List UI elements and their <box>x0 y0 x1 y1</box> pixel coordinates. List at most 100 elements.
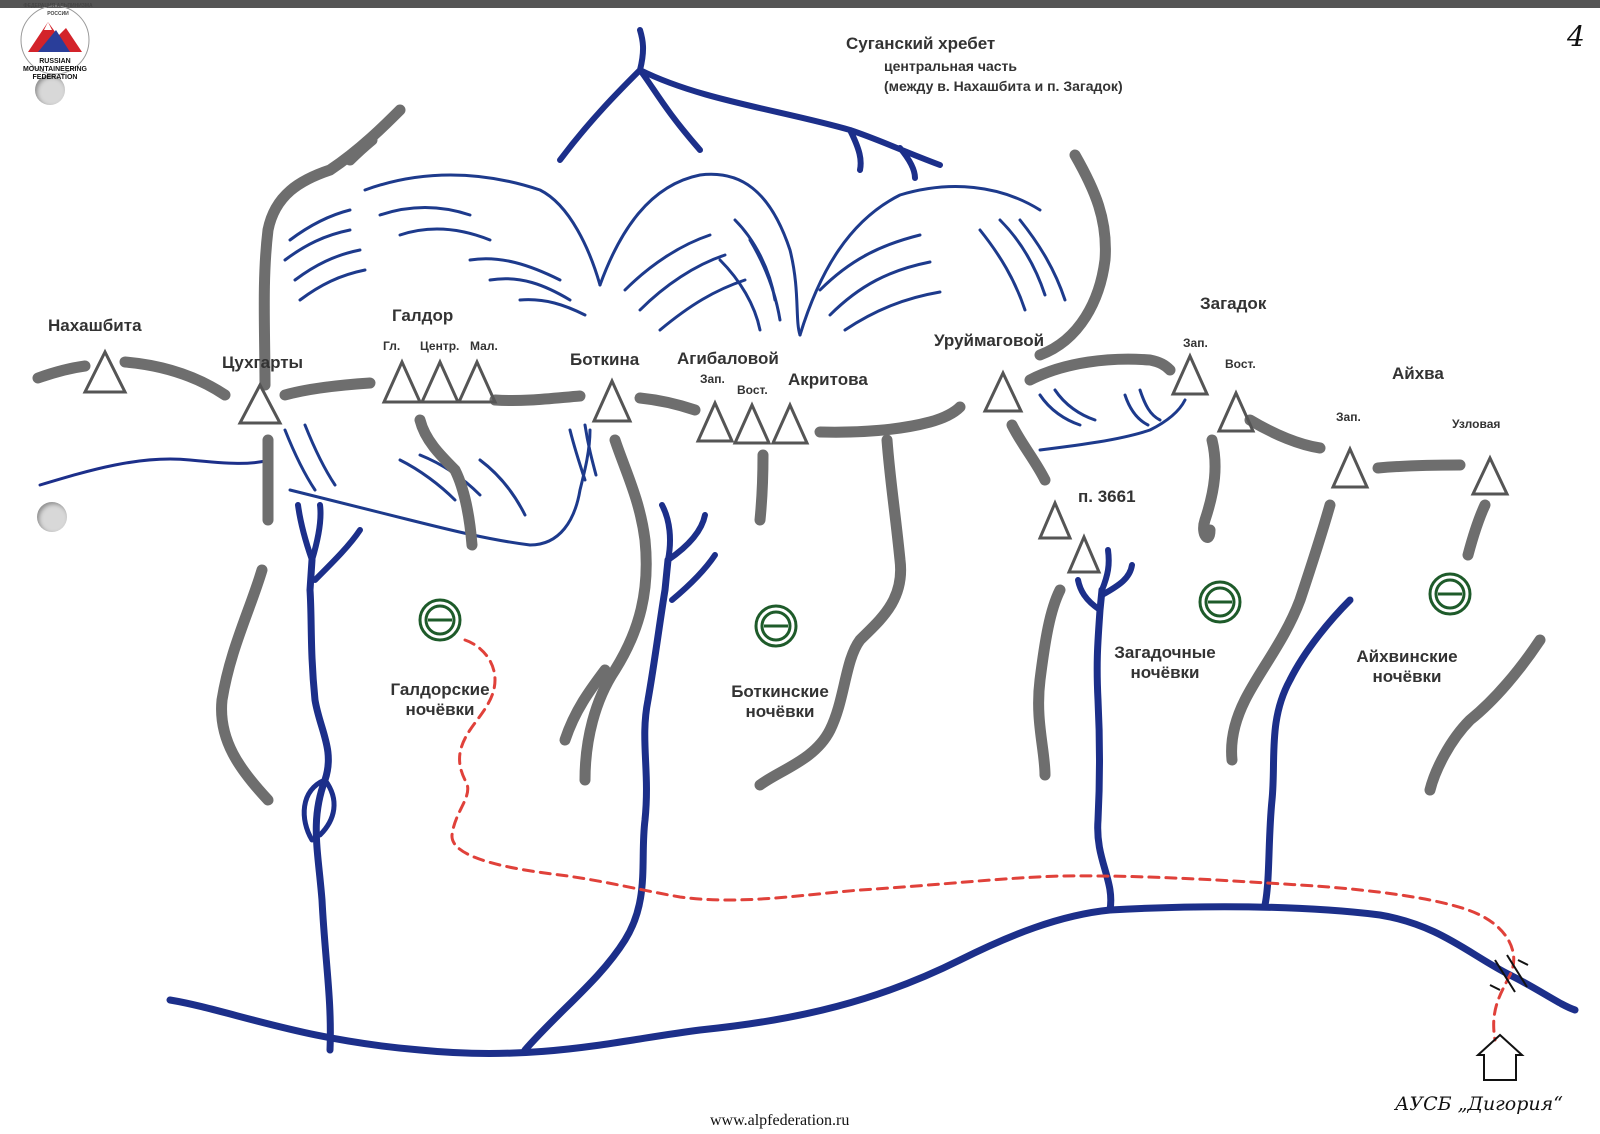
spur-p3661-south <box>1033 584 1066 781</box>
river-tsukhgarty-branch-b <box>309 502 324 563</box>
peak-galdor-gl <box>381 358 423 404</box>
spur-botkina-south <box>579 434 652 786</box>
label-zagadok-vost: Вост. <box>1225 357 1256 371</box>
map-subtitle2: (между в. Нахашбита и п. Загадок) <box>884 78 1123 94</box>
label-galdor-centr: Центр. <box>420 339 460 353</box>
spur-tsukhgarty-north <box>258 104 406 391</box>
bridge-symbol <box>1489 954 1529 993</box>
label-camp-aykh-2: ночёвки <box>1372 667 1442 686</box>
camp-aykh-icon <box>1428 572 1472 616</box>
river-tsukhgarty-branch-c <box>312 527 363 583</box>
label-zagadok: Загадок <box>1200 294 1267 313</box>
main-ridge-7 <box>1024 353 1176 386</box>
glacier-hatch-3 <box>623 233 747 332</box>
glacier-south-galdor <box>288 428 592 547</box>
label-galdor: Галдор <box>392 306 454 325</box>
camp-zagad-icon <box>1198 580 1242 624</box>
glacier-zagadok-cirque <box>1038 398 1187 452</box>
label-aykhva-zap: Зап. <box>1336 410 1361 424</box>
logo-line1: RUSSIAN <box>39 58 71 65</box>
main-river <box>166 903 1579 1057</box>
logo-line3: FEDERATION <box>32 74 78 81</box>
peak-aykhva-zap <box>1330 445 1370 489</box>
glaciers <box>283 172 1187 547</box>
label-camp-botkin: Боткинские ночёвки <box>710 682 850 722</box>
river-tsukhgarty <box>306 556 334 1054</box>
map-subtitle: центральная часть <box>884 58 1018 74</box>
glacier-hatch-5 <box>818 233 942 332</box>
spur-uruymagovoy-north <box>1034 149 1111 361</box>
label-agibalovoy: Агибаловой <box>677 349 779 368</box>
label-akritova: Акритова <box>788 370 868 389</box>
label-nakhashbita: Нахашбита <box>48 316 142 335</box>
label-zagadok-zap: Зап. <box>1183 336 1208 350</box>
main-ridge-8 <box>1244 414 1326 454</box>
peak-uruymagovoy <box>982 369 1024 413</box>
peak-p3661-1 <box>1037 499 1073 540</box>
spur-galdor-south <box>414 414 478 551</box>
label-camp-zagad-2: ночёвки <box>1130 663 1200 682</box>
peak-galdor-centr <box>419 358 461 404</box>
spur-agibalovoy-south <box>754 449 769 526</box>
main-ridge-6 <box>814 401 966 438</box>
camp-botkin-icon <box>754 604 798 648</box>
label-camp-galdor-2: ночёвки <box>405 700 475 719</box>
main-ridge-9 <box>1372 459 1466 474</box>
glacier-hatch-6 <box>978 218 1067 312</box>
main-ridge-1 <box>32 360 91 384</box>
logo-line2: MOUNTAINEERING <box>22 66 88 73</box>
scan-top-strip <box>0 0 1600 8</box>
camp-galdor-icon <box>418 598 462 642</box>
spur-akritova-south <box>754 434 907 791</box>
river-botkin-branch-b <box>665 512 708 563</box>
glacier-hatch-9 <box>1038 388 1162 427</box>
footer-url: www.alpfederation.ru <box>710 1112 850 1129</box>
trail <box>450 638 1516 1042</box>
rivers <box>38 27 1579 1057</box>
logo-mountain-icon <box>20 5 90 75</box>
river-zagad-branch-c <box>1075 577 1103 613</box>
main-ridge-2 <box>119 356 231 401</box>
label-botkina: Боткина <box>570 350 640 369</box>
spur-botkina-branch <box>559 664 611 746</box>
map-title: Суганский хребет <box>846 34 996 53</box>
glacier-akritova-north-outline <box>798 185 1042 337</box>
peak-tsukhgarty <box>237 381 283 425</box>
glacier-botkin-north-outline <box>598 172 802 337</box>
label-uzlovaya: Узловая <box>1452 417 1501 431</box>
label-tsukhgarty: Цухгарты <box>222 353 304 372</box>
spur-zagadok-vost-south <box>1198 434 1221 543</box>
river-zagad <box>1093 586 1115 914</box>
label-camp-zagad-1: Загадочные <box>1114 643 1216 662</box>
river-north <box>557 27 943 181</box>
label-camp-aykh-1: Айхвинские <box>1356 647 1458 666</box>
river-tsukhgarty-loop <box>301 777 337 843</box>
river-tsukhgarty-branch-a <box>295 502 315 563</box>
page-number: 4 <box>1567 20 1585 53</box>
peak-p3661-2 <box>1066 533 1102 574</box>
glacier-galdor-north-outline <box>363 173 602 287</box>
main-ridge-5 <box>634 392 701 416</box>
river-upper-left <box>38 457 272 487</box>
peak-agibalovoy-zap <box>695 399 735 443</box>
river-zagad-branch-a <box>1099 547 1112 593</box>
label-aykhva: Айхва <box>1392 364 1444 383</box>
glacier-hatch-4 <box>718 218 782 332</box>
glacier-hatch-8 <box>568 423 598 482</box>
peaks <box>82 348 1510 574</box>
peak-akritova <box>770 401 810 445</box>
label-camp-galdor: Галдорские ночёвки <box>370 680 510 720</box>
peak-botkina <box>591 377 633 423</box>
peak-galdor-mal <box>456 358 498 404</box>
logo-arc-text: ФЕДЕРАЦИЯ АЛЬПИНИЗМА РОССИИ <box>23 3 93 17</box>
peak-nakhashbita <box>82 348 128 394</box>
label-camp-zagad: Загадочные ночёвки <box>1100 643 1230 683</box>
label-camp-galdor-1: Галдорские <box>390 680 490 699</box>
peak-uzlovaya <box>1470 454 1510 496</box>
label-p3661: п. 3661 <box>1078 487 1136 506</box>
peak-agibalovoy-vost <box>732 401 772 445</box>
label-agibalovoy-zap: Зап. <box>700 372 725 386</box>
spur-aykhva-east <box>1424 634 1546 796</box>
river-aykhva <box>1261 596 1354 909</box>
punch-hole-top <box>35 75 65 105</box>
